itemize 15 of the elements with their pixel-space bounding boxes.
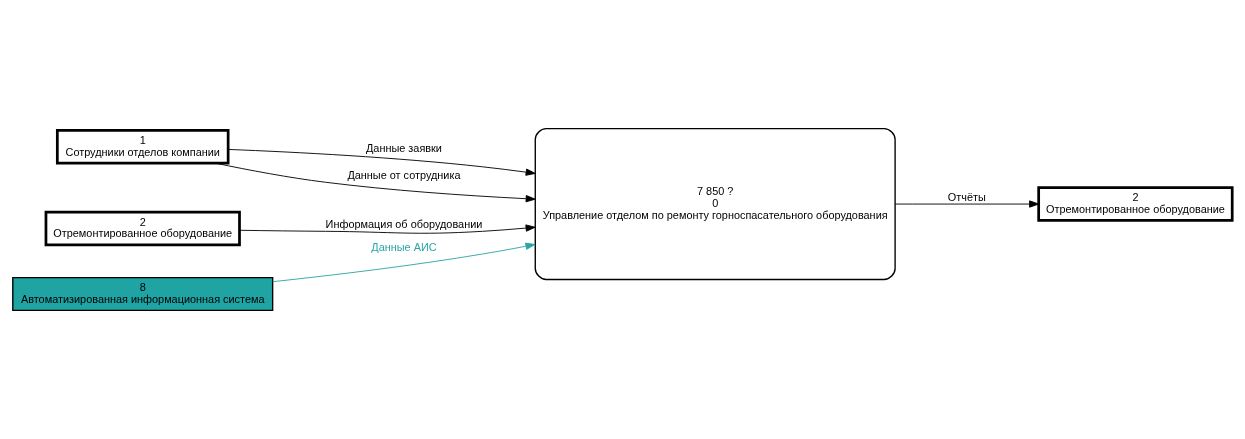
edge-label: Данные заявки (365, 141, 442, 154)
edge-label: Отчёты (947, 190, 986, 203)
node-box: 8 Автоматизированная информационная система (12, 276, 274, 312)
arrow (215, 162, 536, 203)
node-box: 2 Отремонтированное оборудование (1037, 186, 1234, 222)
edge-label: Информация об оборудовании (325, 218, 483, 231)
node-box: 2 Отремонтированное оборудование (44, 210, 241, 247)
edge-label: Данные АИС (371, 240, 437, 253)
arrow (239, 224, 536, 234)
arrow (272, 242, 536, 283)
arrow (228, 149, 536, 176)
node-box: 1 Сотрудники отделов компании (55, 129, 230, 165)
arrow (894, 200, 1040, 208)
node-box: 7 850 ? 0 Управление отделом по ремонту горноспасательного оборудования (534, 127, 896, 281)
edge-label: Данные от сотрудника (347, 169, 461, 182)
